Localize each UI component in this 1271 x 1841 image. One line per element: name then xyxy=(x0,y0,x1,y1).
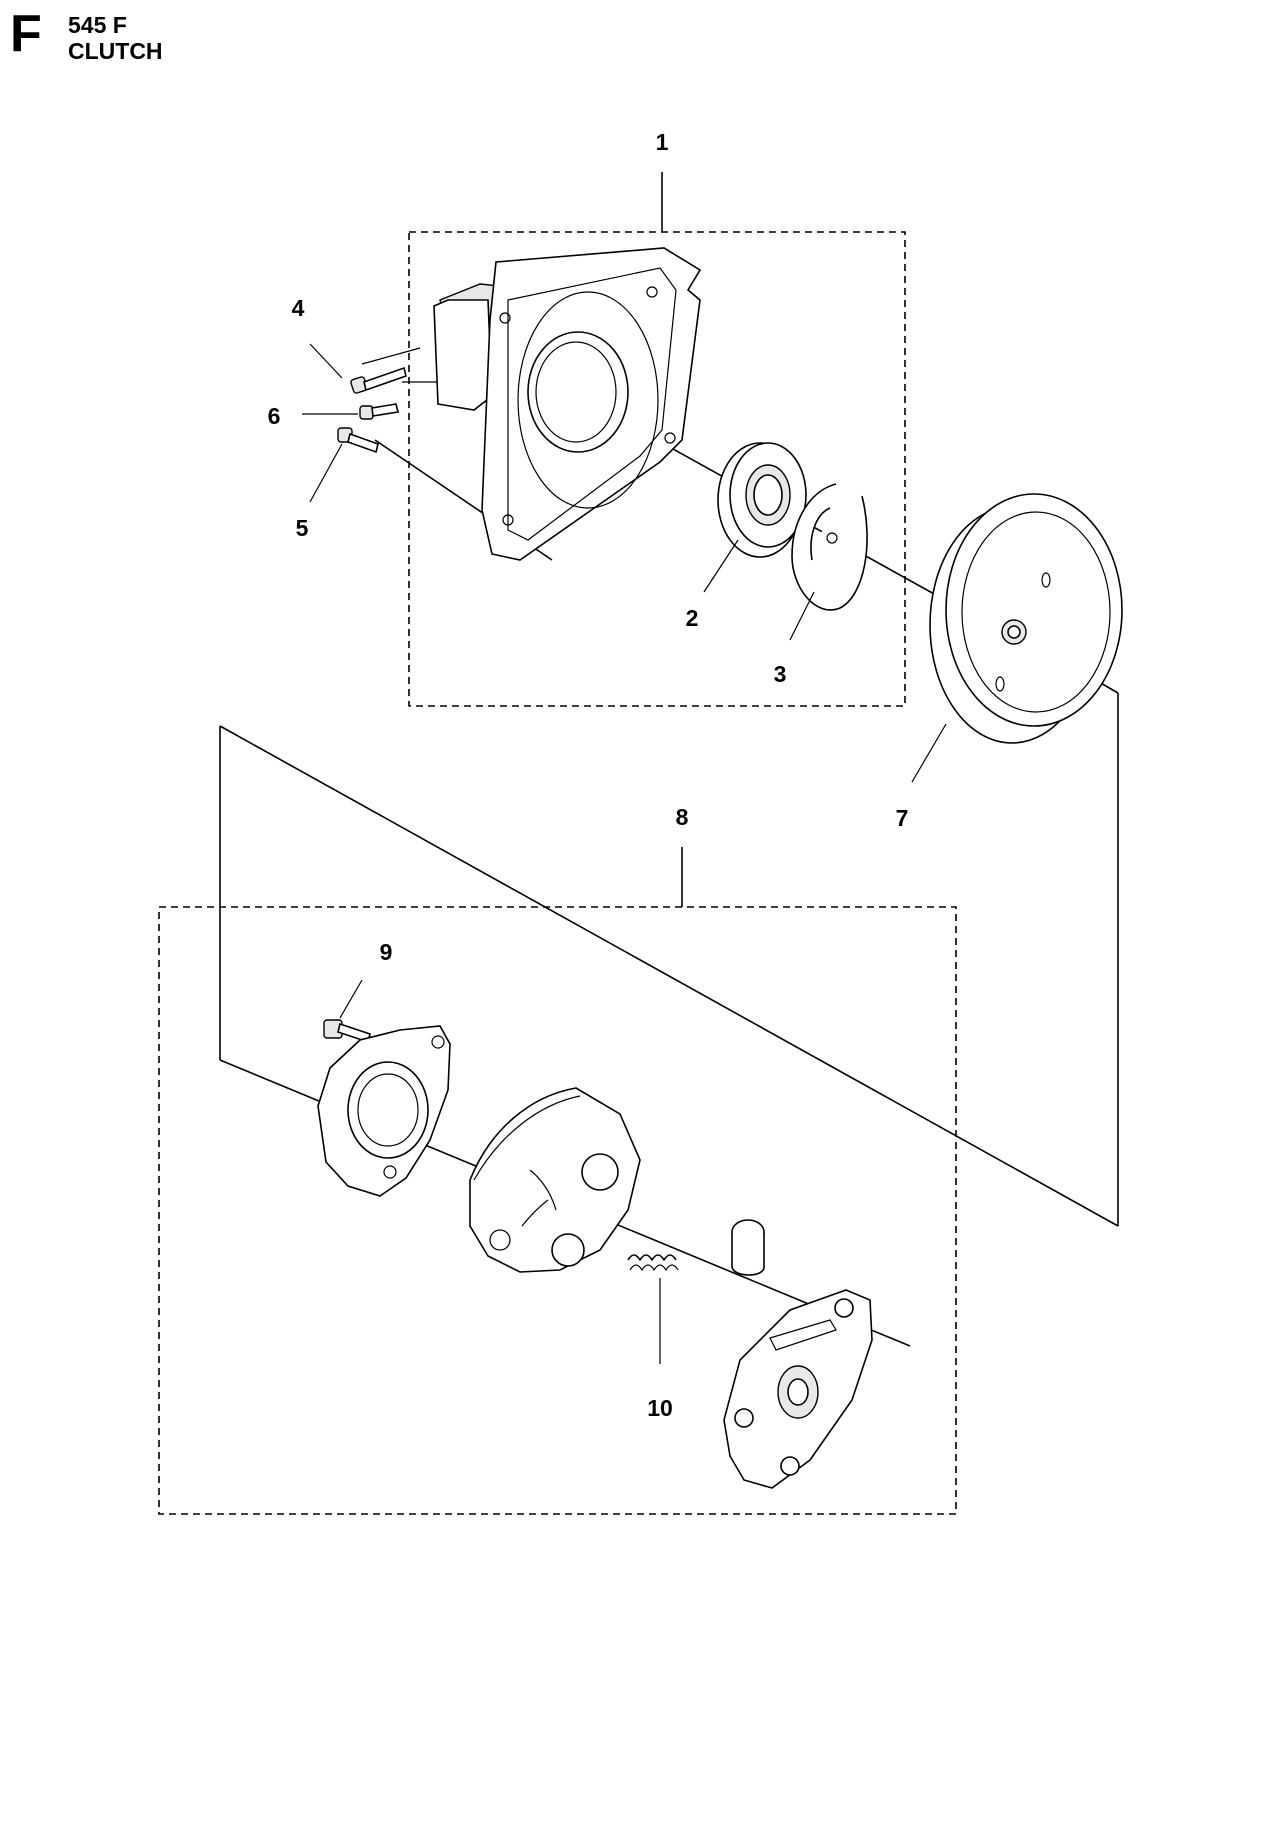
section-letter: F xyxy=(10,5,42,63)
clutch-housing xyxy=(433,247,702,561)
clutch-plate xyxy=(317,1025,451,1197)
callout-10: 10 xyxy=(647,1395,673,1421)
bearing xyxy=(717,442,807,558)
callout-1: 1 xyxy=(656,129,669,155)
model-name: 545 F xyxy=(68,12,127,38)
screw-6 xyxy=(359,403,399,420)
group-box-clutch-housing xyxy=(408,231,906,707)
group-box-clutch-assembly xyxy=(158,906,957,1515)
callout-7: 7 xyxy=(896,805,909,831)
section-title: CLUTCH xyxy=(68,38,163,64)
callout-6: 6 xyxy=(268,403,281,429)
circlip xyxy=(791,483,868,611)
leader-lines xyxy=(302,343,947,1364)
clutch-shoes xyxy=(469,1087,641,1273)
callout-3: 3 xyxy=(774,661,787,687)
callout-4: 4 xyxy=(292,295,305,321)
callout-2: 2 xyxy=(686,605,699,631)
bushing xyxy=(731,1219,765,1276)
screw-4 xyxy=(350,366,407,394)
callout-5: 5 xyxy=(296,515,309,541)
spring xyxy=(627,1254,679,1272)
callout-9: 9 xyxy=(380,939,393,965)
clutch-drum xyxy=(929,493,1123,744)
drive-plate xyxy=(723,1289,873,1489)
callout-8: 8 xyxy=(676,804,689,830)
screw-5 xyxy=(337,427,379,454)
